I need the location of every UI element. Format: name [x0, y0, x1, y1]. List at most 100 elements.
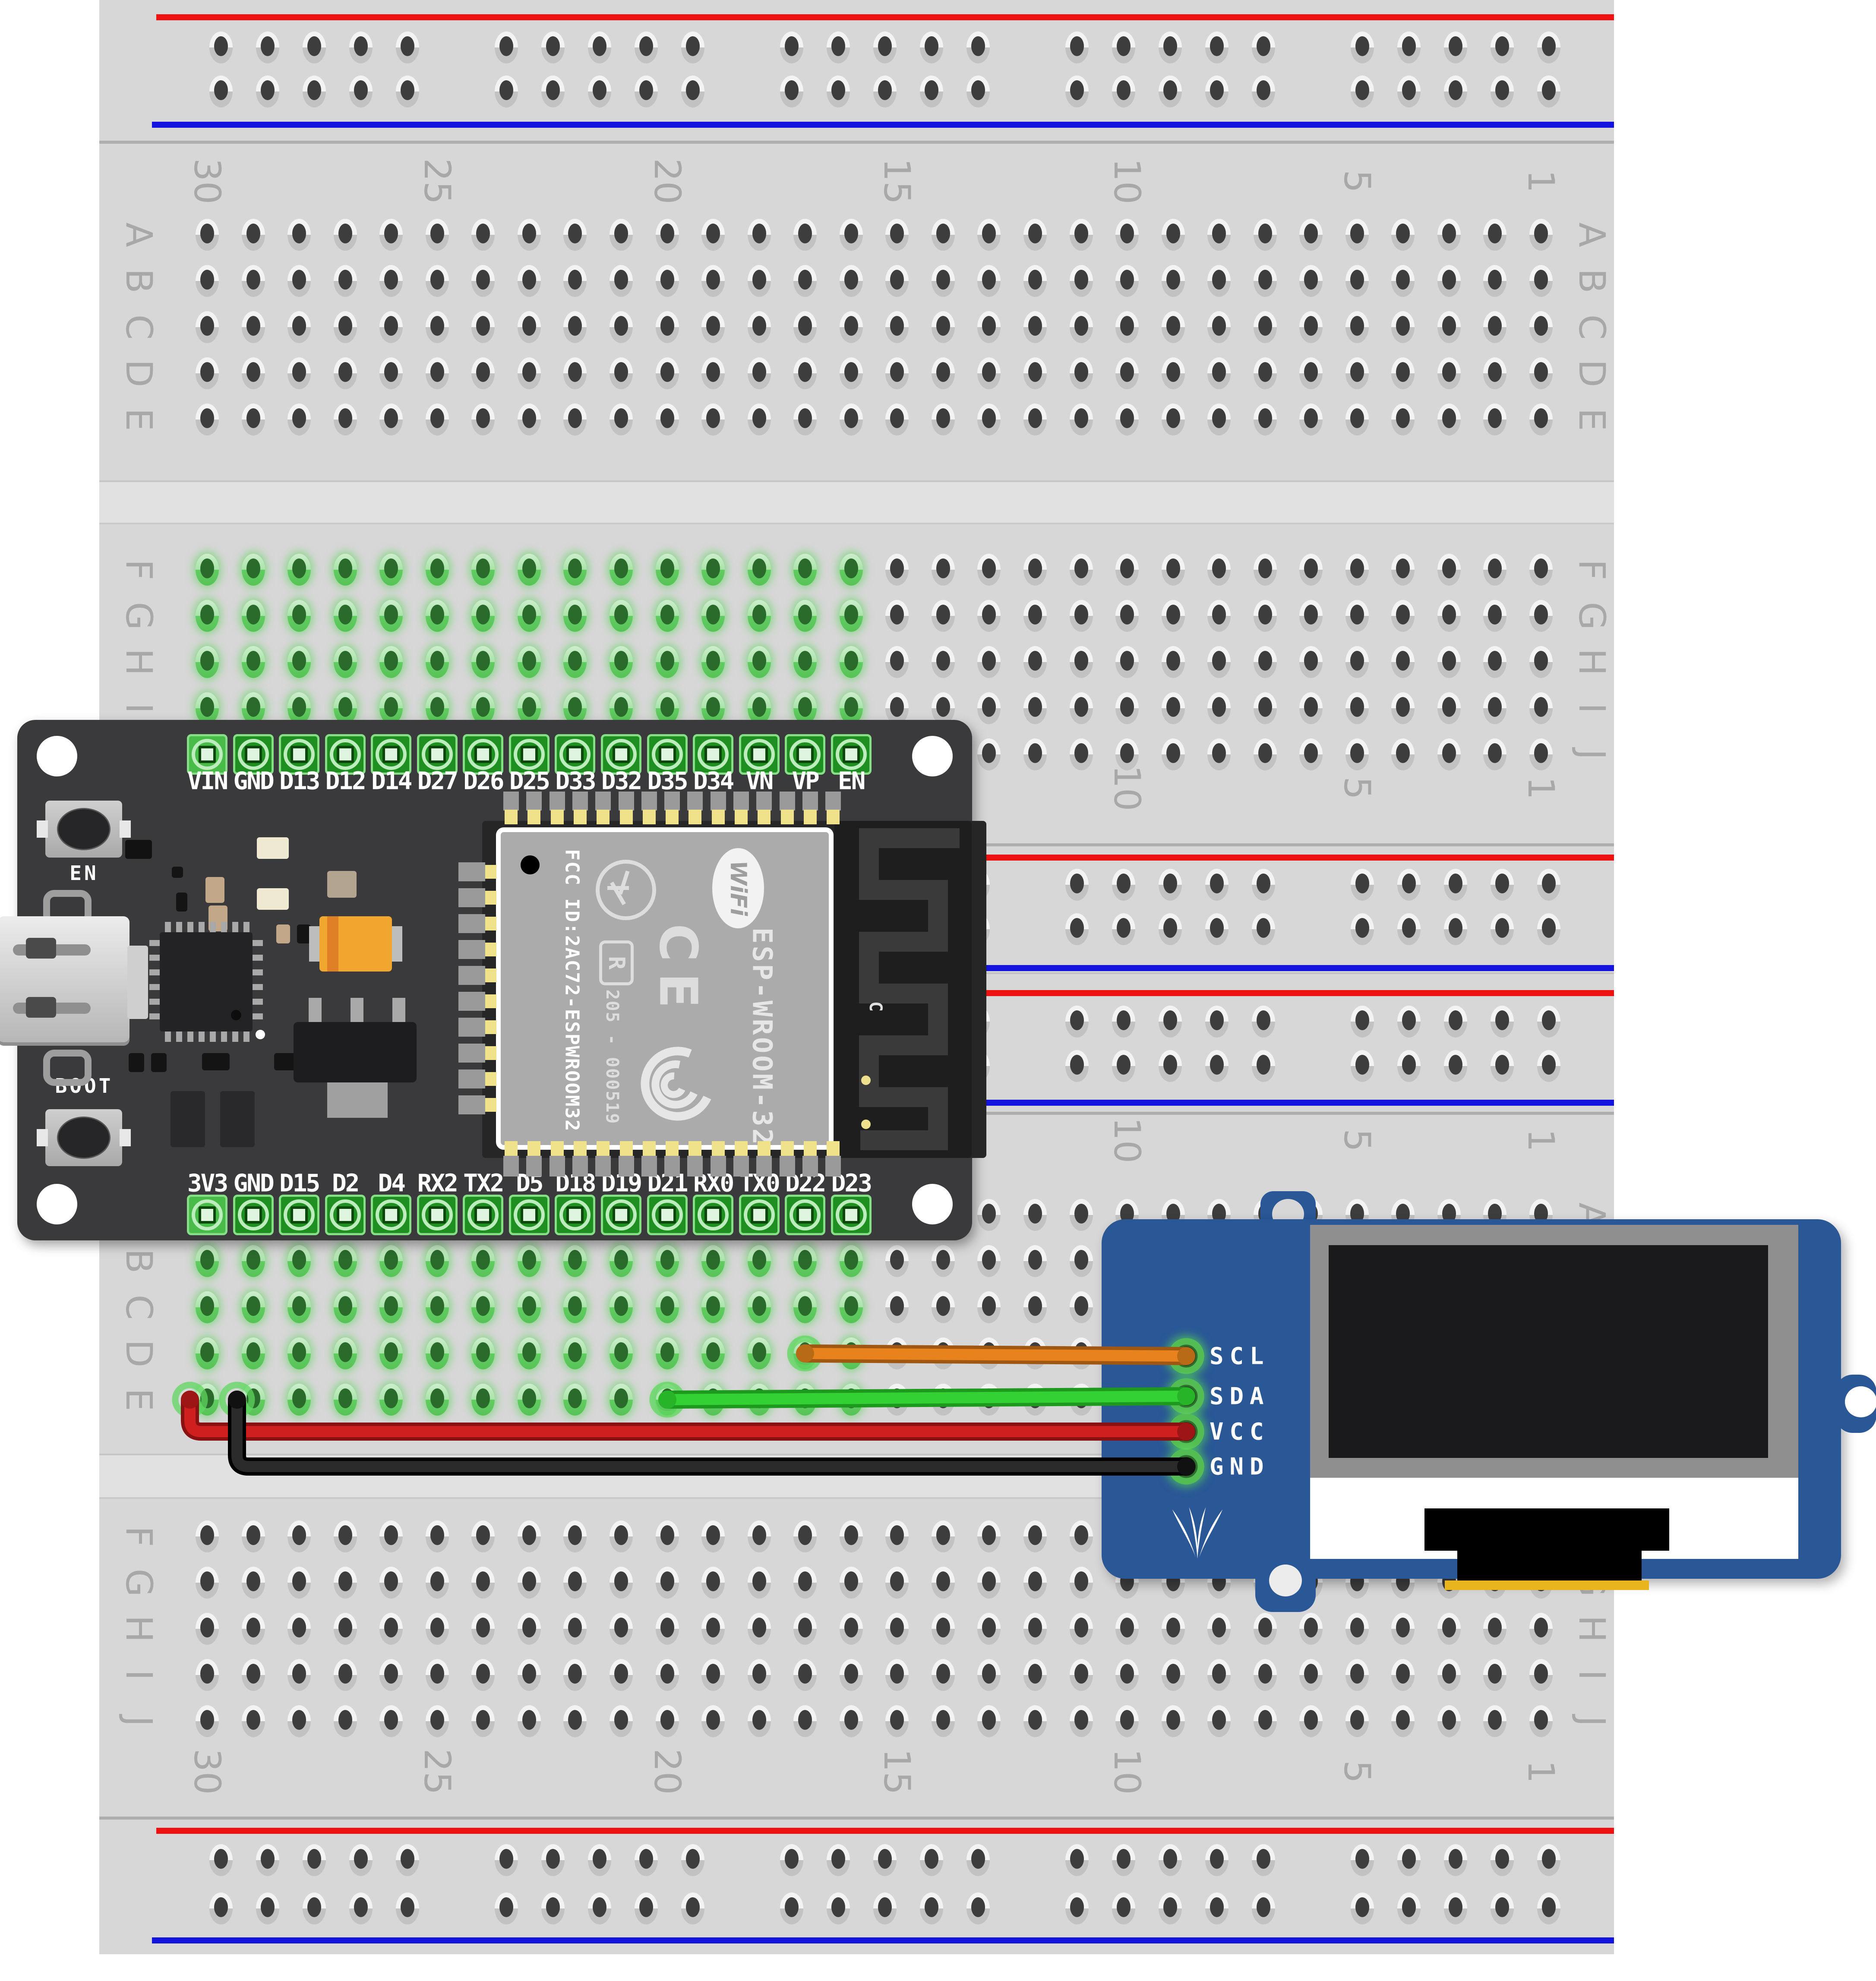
- breadboard-hole-pupil: [1534, 316, 1548, 336]
- sda-wire[interactable]: [662, 1391, 1192, 1405]
- breadboard-hole: [1529, 311, 1553, 343]
- power-rail-hole-pupil: [639, 80, 653, 101]
- breadboard-hole: [379, 265, 403, 297]
- breadboard-hole-pupil: [1120, 362, 1134, 382]
- breadboard-hole-pupil: [1028, 270, 1042, 290]
- breadboard-hole: [1069, 311, 1093, 343]
- power-rail-hole-pupil: [971, 80, 985, 101]
- breadboard-hole: [196, 265, 219, 297]
- power-rail-hole-pupil: [1210, 36, 1224, 57]
- breadboard-hole-pupil: [292, 316, 306, 336]
- breadboard-hole-pupil: [568, 316, 582, 336]
- breadboard-hole-pupil: [1074, 270, 1088, 290]
- breadboard-hole-pupil: [1304, 224, 1318, 244]
- breadboard-hole-pupil: [1442, 270, 1456, 290]
- breadboard-hole-pupil: [1258, 270, 1272, 290]
- breadboard-hole: [287, 265, 311, 297]
- power-rail-hole-pupil: [307, 80, 321, 101]
- breadboard-hole-pupil: [338, 316, 352, 336]
- power-rail-hole: [1397, 869, 1421, 901]
- breadboard-hole: [241, 357, 265, 389]
- breadboard-hole: [701, 219, 725, 251]
- power-rail-hole-pupil: [1070, 918, 1084, 938]
- power-rail-hole: [681, 32, 704, 63]
- breadboard-hole-pupil: [706, 270, 720, 290]
- power-rail-hole: [1252, 76, 1275, 107]
- power-rail-hole-pupil: [1163, 874, 1177, 894]
- power-rail-hole: [1159, 32, 1182, 63]
- breadboard-hole-pupil: [568, 224, 582, 244]
- power-rail-hole: [256, 76, 279, 107]
- breadboard-hole: [655, 219, 679, 251]
- breadboard-hole-pupil: [292, 270, 306, 290]
- power-rail-hole: [1397, 76, 1421, 107]
- breadboard-hole: [1161, 265, 1185, 297]
- power-rail-hole: [1112, 913, 1135, 945]
- breadboard-hole-pupil: [890, 270, 904, 290]
- power-rail-hole-pupil: [686, 80, 700, 101]
- breadboard-hole-pupil: [1074, 316, 1088, 336]
- power-rail-hole-pupil: [1402, 918, 1416, 938]
- breadboard-hole-pupil: [706, 224, 720, 244]
- breadboard-hole: [931, 311, 955, 343]
- wire-end-cap: [658, 1391, 676, 1409]
- breadboard-hole: [287, 219, 311, 251]
- breadboard-hole-pupil: [1120, 316, 1134, 336]
- power-rail-hole: [495, 32, 518, 63]
- breadboard-hole-pupil: [798, 362, 812, 382]
- breadboard-hole: [196, 357, 219, 389]
- breadboard-hole-pupil: [246, 224, 260, 244]
- breadboard-hole-pupil: [200, 270, 215, 290]
- power-rail-hole-pupil: [546, 80, 560, 101]
- breadboard-hole-pupil: [522, 362, 536, 382]
- power-rail-hole: [396, 32, 419, 63]
- breadboard-hole-pupil: [246, 316, 260, 336]
- breadboard-hole-pupil: [246, 270, 260, 290]
- power-rail-hole-pupil: [878, 80, 892, 101]
- breadboard-hole-pupil: [1442, 224, 1456, 244]
- breadboard-hole: [1069, 265, 1093, 297]
- breadboard-hole-pupil: [1304, 362, 1318, 382]
- breadboard-hole-pupil: [522, 224, 536, 244]
- breadboard-hole: [563, 265, 587, 297]
- power-rail-hole-pupil: [1542, 36, 1556, 57]
- power-rail-hole-pupil: [1495, 80, 1509, 101]
- breadboard-hole-pupil: [1534, 408, 1548, 429]
- breadboard-hole: [1437, 265, 1461, 297]
- power-rail-hole-pupil: [354, 36, 368, 57]
- power-rail-hole-pupil: [639, 36, 653, 57]
- breadboard-hole-pupil: [1304, 408, 1318, 429]
- power-rail-hole: [1351, 869, 1374, 901]
- breadboard-hole-pupil: [1304, 270, 1318, 290]
- breadboard-hole: [1299, 357, 1323, 389]
- breadboard-hole: [1345, 357, 1369, 389]
- power-rail-hole: [1491, 913, 1514, 945]
- breadboard-hole: [1115, 404, 1139, 435]
- power-rail-hole-pupil: [546, 36, 560, 57]
- breadboard-hole: [1207, 404, 1231, 435]
- breadboard-hole: [1253, 311, 1277, 343]
- breadboard-hole: [241, 311, 265, 343]
- breadboard-hole-pupil: [844, 224, 858, 244]
- power-rail-hole: [495, 76, 518, 107]
- breadboard-hole: [471, 219, 495, 251]
- breadboard-hole: [241, 265, 265, 297]
- breadboard-hole: [471, 265, 495, 297]
- breadboard-hole: [931, 265, 955, 297]
- breadboard-hole: [1161, 311, 1185, 343]
- power-rail-hole: [1444, 869, 1467, 901]
- breadboard-hole-pupil: [1028, 224, 1042, 244]
- breadboard-hole-pupil: [982, 224, 996, 244]
- wire-end-cap: [796, 1344, 814, 1363]
- power-rail-hole: [1065, 869, 1089, 901]
- power-rail-hole-pupil: [1117, 80, 1131, 101]
- breadboard-hole-pupil: [1120, 270, 1134, 290]
- breadboard-hole: [977, 357, 1001, 389]
- breadboard-hole-pupil: [430, 224, 444, 244]
- breadboard-hole: [931, 219, 955, 251]
- scl-wire[interactable]: [799, 1348, 1192, 1362]
- breadboard-hole-pupil: [1258, 408, 1272, 429]
- breadboard-hole: [747, 311, 771, 343]
- power-rail-hole-pupil: [1355, 36, 1369, 57]
